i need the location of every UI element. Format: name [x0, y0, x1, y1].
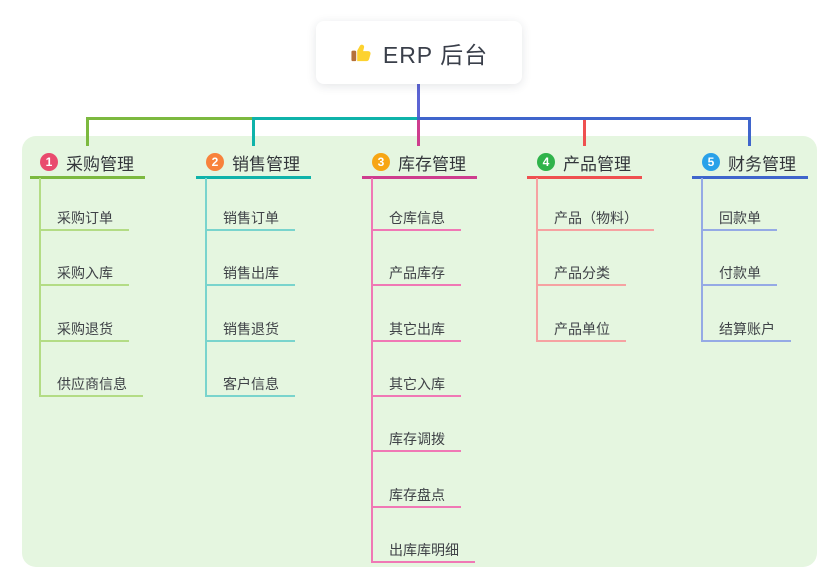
child-item[interactable]: 库存盘点: [371, 484, 461, 508]
child-item[interactable]: 库存调拨: [371, 428, 461, 452]
drop-line-sales: [252, 117, 255, 146]
branch-inventory[interactable]: 3 库存管理: [362, 148, 477, 179]
child-spine-finance: [701, 178, 703, 342]
branch-number-badge: 4: [537, 153, 555, 171]
child-item[interactable]: 回款单: [701, 207, 777, 231]
child-item[interactable]: 产品（物料）: [536, 207, 654, 231]
branch-label: 财务管理: [728, 154, 796, 174]
drop-line-procurement: [86, 117, 89, 146]
child-item[interactable]: 产品单位: [536, 318, 626, 342]
branch-finance[interactable]: 5 财务管理: [692, 148, 808, 179]
child-item[interactable]: 其它出库: [371, 318, 461, 342]
branch-label: 产品管理: [563, 154, 631, 174]
drop-line-product: [583, 120, 586, 146]
child-item[interactable]: 产品分类: [536, 262, 626, 286]
child-item[interactable]: 采购订单: [39, 207, 129, 231]
child-item[interactable]: 出库库明细: [371, 539, 475, 563]
branches-panel: [22, 136, 817, 567]
child-item[interactable]: 客户信息: [205, 373, 295, 397]
branch-label: 采购管理: [66, 154, 134, 174]
branch-number-badge: 1: [40, 153, 58, 171]
branch-number-badge: 5: [702, 153, 720, 171]
child-item[interactable]: 付款单: [701, 262, 777, 286]
branch-number-badge: 2: [206, 153, 224, 171]
root-connector-line: [417, 84, 420, 120]
branch-sales[interactable]: 2 销售管理: [196, 148, 311, 179]
branch-label: 库存管理: [398, 154, 466, 174]
child-spine-procurement: [39, 178, 41, 397]
branch-procurement[interactable]: 1 采购管理: [30, 148, 145, 179]
child-spine-product: [536, 178, 538, 342]
child-item[interactable]: 销售退货: [205, 318, 295, 342]
bus-line-finance: [417, 117, 751, 120]
child-spine-inventory: [371, 178, 373, 563]
bus-line-procurement: [86, 117, 256, 120]
child-item[interactable]: 采购退货: [39, 318, 129, 342]
branch-number-badge: 3: [372, 153, 390, 171]
child-item[interactable]: 供应商信息: [39, 373, 143, 397]
thumbs-up-icon: [350, 41, 373, 64]
child-item[interactable]: 销售出库: [205, 262, 295, 286]
child-item[interactable]: 结算账户: [701, 318, 791, 342]
child-item[interactable]: 仓库信息: [371, 207, 461, 231]
child-item[interactable]: 其它入库: [371, 373, 461, 397]
root-label: ERP 后台: [382, 41, 489, 68]
drop-line-inventory: [417, 120, 420, 146]
child-spine-sales: [205, 178, 207, 397]
bus-line-sales: [252, 117, 420, 120]
child-item[interactable]: 销售订单: [205, 207, 295, 231]
drop-line-finance: [748, 117, 751, 146]
child-item[interactable]: 产品库存: [371, 262, 461, 286]
child-item[interactable]: 采购入库: [39, 262, 129, 286]
root-node[interactable]: ERP 后台: [316, 21, 522, 84]
branch-product[interactable]: 4 产品管理: [527, 148, 642, 179]
branch-label: 销售管理: [232, 154, 300, 174]
